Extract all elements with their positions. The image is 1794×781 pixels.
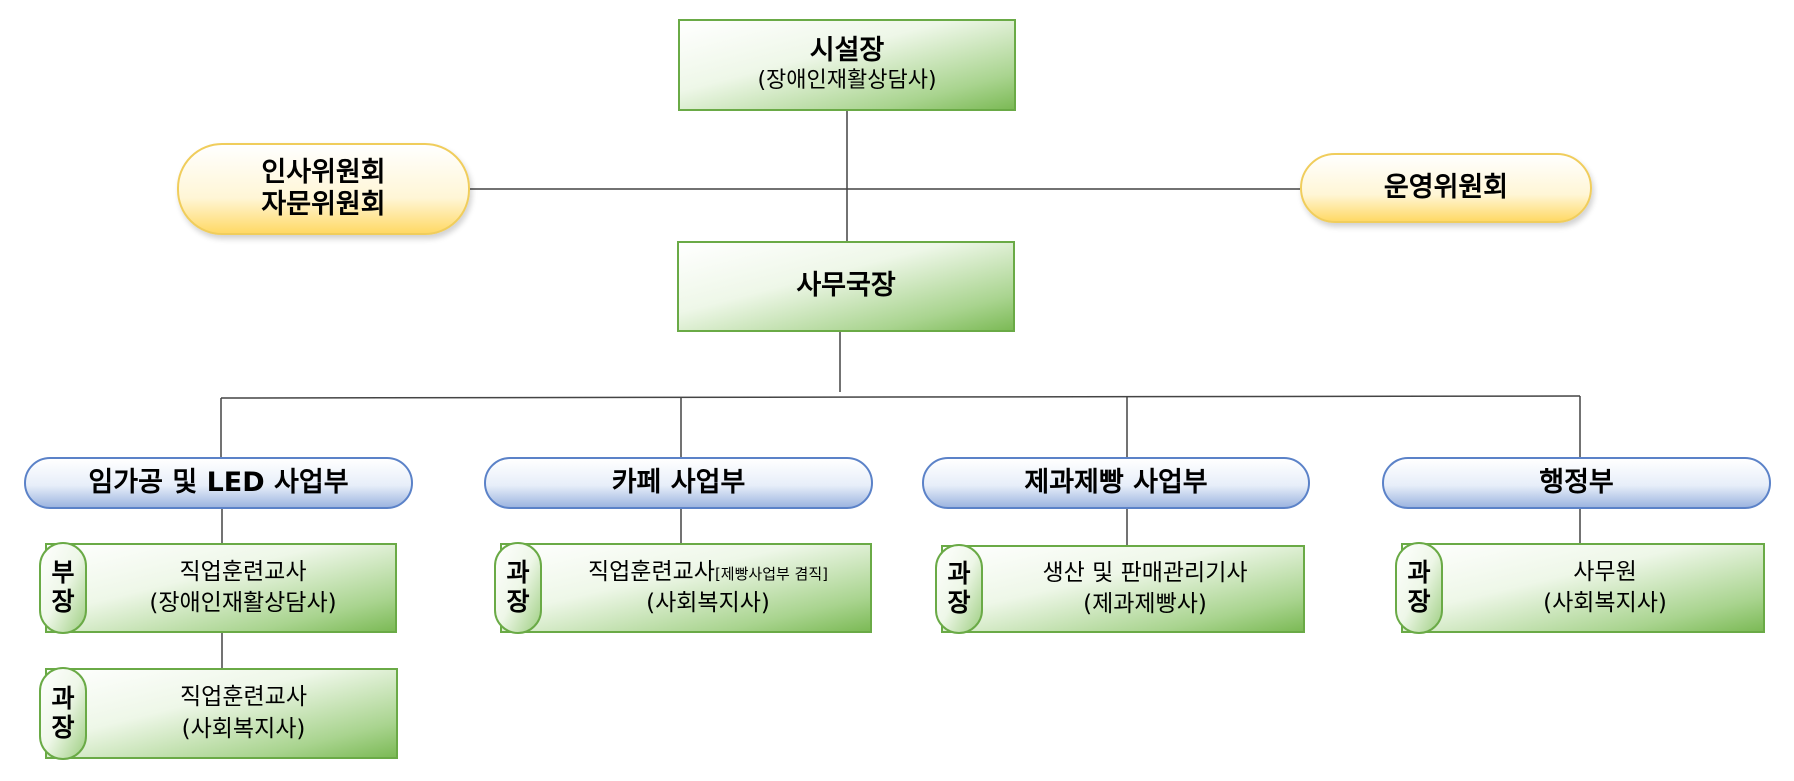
staff-box-2-1: 과 장 직업훈련교사[제빵사업부 겸직] (사회복지사) bbox=[494, 542, 872, 634]
dept-box-3: 제과제빵 사업부 bbox=[922, 457, 1310, 509]
committee-advisory: 자문위원회 bbox=[261, 189, 386, 220]
line-dept-bus bbox=[220, 395, 1581, 399]
secretary-box: 사무국장 bbox=[677, 241, 1015, 332]
dept-name: 임가공 및 LED 사업부 bbox=[88, 466, 349, 498]
staff-credential: (장애인재활상담사) bbox=[149, 590, 337, 616]
staff-box-1-1: 부 장 직업훈련교사 (장애인재활상담사) bbox=[39, 542, 397, 634]
position-badge: 과 장 bbox=[494, 542, 542, 634]
position-badge: 과 장 bbox=[39, 667, 87, 760]
staff-role: 직업훈련교사 bbox=[180, 684, 307, 711]
dept-box-2: 카페 사업부 bbox=[484, 457, 873, 509]
committee-right-box: 운영위원회 bbox=[1300, 153, 1592, 223]
dept-box-1: 임가공 및 LED 사업부 bbox=[24, 457, 413, 509]
committee-hr: 인사위원회 bbox=[261, 156, 386, 188]
secretary-title: 사무국장 bbox=[796, 270, 896, 302]
staff-box-1-2: 과 장 직업훈련교사 (사회복지사) bbox=[39, 667, 398, 760]
dept-box-4: 행정부 bbox=[1382, 457, 1771, 509]
staff-credential: (사회복지사) bbox=[1543, 590, 1667, 616]
staff-role: 직업훈련교사[제빵사업부 겸직] bbox=[587, 558, 829, 585]
committee-left-box: 인사위원회 자문위원회 bbox=[177, 143, 470, 235]
staff-role: 사무원 bbox=[1573, 558, 1637, 585]
staff-role-note: [제빵사업부 겸직] bbox=[714, 564, 829, 583]
staff-credential: (사회복지사) bbox=[181, 715, 306, 742]
dept-name: 카페 사업부 bbox=[611, 466, 746, 498]
director-subtitle: (장애인재활상담사) bbox=[757, 68, 937, 94]
committee-operations: 운영위원회 bbox=[1383, 171, 1509, 203]
staff-credential: (제과제빵사) bbox=[1083, 591, 1207, 617]
staff-role: 직업훈련교사 bbox=[179, 558, 307, 585]
director-box: 시설장 (장애인재활상담사) bbox=[678, 19, 1016, 111]
staff-credential: (사회복지사) bbox=[646, 590, 770, 616]
dept-name: 제과제빵 사업부 bbox=[1024, 466, 1208, 498]
staff-box-3-1: 과 장 생산 및 판매관리기사 (제과제빵사) bbox=[935, 544, 1305, 634]
position-badge: 과 장 bbox=[935, 544, 983, 634]
position-badge: 과 장 bbox=[1395, 542, 1443, 634]
staff-box-4-1: 과 장 사무원 (사회복지사) bbox=[1395, 542, 1765, 634]
position-badge: 부 장 bbox=[39, 542, 87, 634]
director-title: 시설장 bbox=[809, 35, 885, 67]
staff-role: 생산 및 판매관리기사 bbox=[1042, 559, 1248, 586]
dept-name: 행정부 bbox=[1539, 466, 1614, 498]
